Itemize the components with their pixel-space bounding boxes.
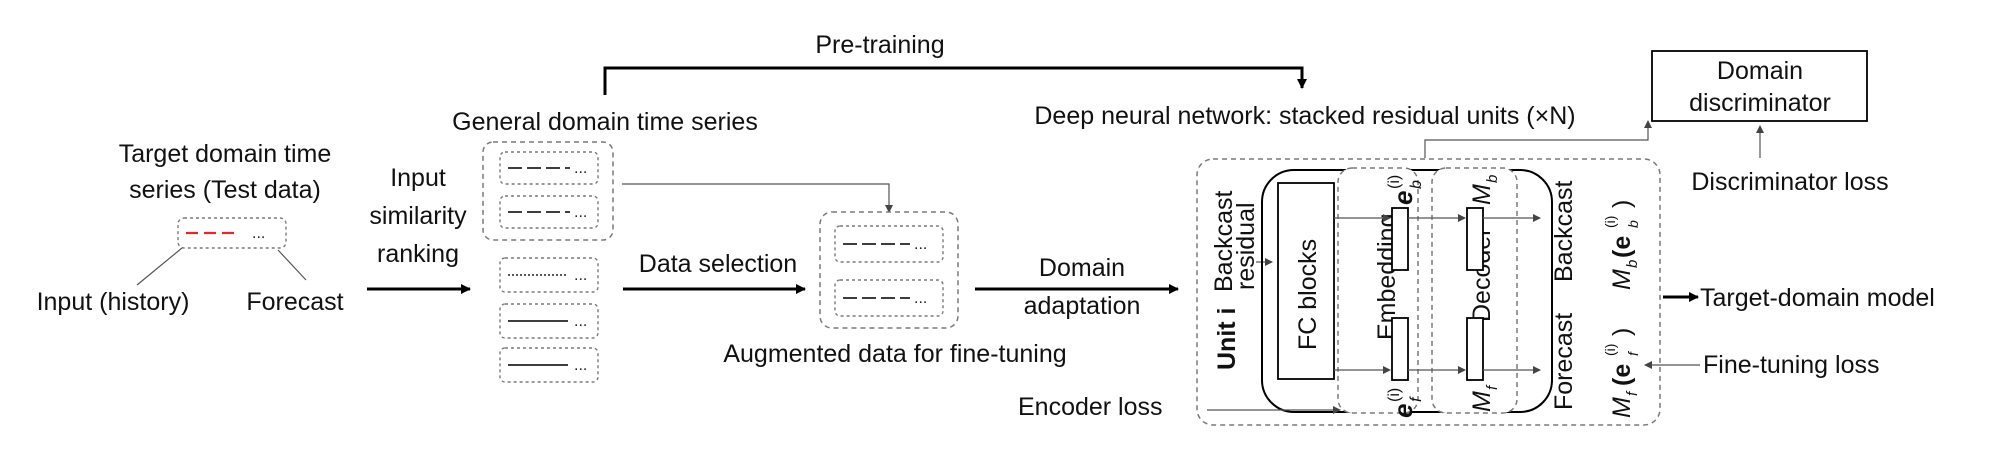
pretraining-label: Pre-training [815, 31, 944, 59]
discriminator-line2: discriminator [1689, 89, 1831, 117]
augmented-label: Augmented data for fine-tuning [723, 340, 1066, 368]
series-1-ellipsis: ... [574, 160, 587, 177]
residual-unit-outer [1196, 158, 1661, 426]
embedding-f-node [1391, 317, 1409, 381]
domain-discriminator-box [1651, 50, 1868, 122]
mf-ef-arg: (e [1608, 364, 1636, 386]
target-ellipsis: ... [252, 225, 265, 242]
mf-ef-base: M [1608, 397, 1636, 418]
e-f-superscript: (i) [1386, 388, 1403, 402]
mf-ef-arg-sub: f [1625, 350, 1641, 356]
target-model-label: Target-domain model [1700, 284, 1935, 312]
e-f-base: e [1388, 404, 1418, 418]
similarity-label-line3: ranking [377, 240, 459, 268]
e-b-symbol: e (i) b [1386, 175, 1425, 205]
dnn-title: Deep neural network: stacked residual un… [1034, 102, 1575, 130]
ranked-2-ellipsis: ... [574, 313, 587, 330]
forecast-label: Forecast [246, 288, 343, 316]
discriminator-line1: Domain [1717, 57, 1803, 85]
mb-eb-arg-sup: (i) [1602, 216, 1618, 228]
m-b-symbol: M b [1468, 175, 1501, 205]
m-f-symbol: M f [1468, 384, 1501, 412]
mb-eb-base: M [1608, 269, 1636, 290]
augmented-1-ellipsis: ... [914, 236, 927, 253]
e-f-symbol: e (i) f [1386, 388, 1425, 418]
e-f-subscript: f [1408, 396, 1425, 402]
ranked-3-ellipsis: ... [574, 357, 587, 374]
m-b-subscript: b [1484, 175, 1501, 183]
backcast-output-label: Backcast [1550, 181, 1578, 282]
mb-eb-expression: M b (e (i) b ) [1602, 200, 1641, 290]
target-domain-title-line2: series (Test data) [129, 176, 321, 204]
encoder-loss-label: Encoder loss [1018, 393, 1163, 421]
embedding-b-node [1391, 207, 1409, 271]
unit-i-label: Unit i [1213, 308, 1241, 371]
decoder-b-node [1466, 207, 1484, 271]
embedding-to-discriminator [1424, 120, 1652, 158]
fc-blocks-label: FC blocks [1294, 239, 1322, 350]
data-selection-label: Data selection [639, 250, 797, 278]
backcast-residual-line2: residual [1232, 202, 1260, 290]
e-b-subscript: b [1408, 180, 1425, 189]
m-f-subscript: f [1484, 384, 1501, 390]
forecast-pointer [277, 249, 307, 281]
augmented-2-ellipsis: ... [914, 290, 927, 307]
general-domain-title: General domain time series [452, 108, 758, 136]
input-history-label: Input (history) [37, 288, 190, 316]
input-history-pointer [136, 247, 183, 286]
ranked-1-ellipsis: ... [574, 267, 587, 284]
mb-eb-close: ) [1608, 200, 1636, 208]
similarity-label-line2: similarity [369, 202, 467, 230]
mf-ef-expression: M f (e (i) f ) [1602, 328, 1641, 418]
backcast-residual-line1: Backcast [1210, 191, 1238, 292]
forecast-output-label: Forecast [1550, 313, 1578, 410]
mf-ef-close: ) [1608, 328, 1636, 336]
mf-ef-subscript: f [1624, 390, 1641, 396]
pretraining-bracket [603, 66, 1307, 95]
mb-eb-arg: (e [1608, 236, 1636, 258]
similarity-label-line1: Input [390, 164, 446, 192]
decoder-region [1431, 167, 1518, 414]
e-b-superscript: (i) [1386, 175, 1403, 189]
mb-eb-subscript: b [1624, 260, 1641, 268]
fc-blocks-box [1277, 182, 1335, 380]
e-b-base: e [1388, 191, 1418, 205]
domain-adaptation-line1: Domain [1039, 254, 1125, 282]
finetuning-loss-label: Fine-tuning loss [1703, 351, 1879, 379]
domain-adaptation-line2: adaptation [1024, 292, 1141, 320]
decoder-f-node [1466, 317, 1484, 381]
m-f-base: M [1468, 391, 1496, 412]
general-to-augmented-connector [622, 183, 893, 213]
mf-ef-arg-sup: (i) [1602, 344, 1618, 356]
series-2-ellipsis: ... [574, 204, 587, 221]
m-b-base: M [1468, 184, 1496, 205]
discriminator-loss-label: Discriminator loss [1691, 168, 1888, 196]
mb-eb-arg-sub: b [1625, 220, 1641, 228]
target-domain-title-line1: Target domain time [119, 140, 332, 168]
